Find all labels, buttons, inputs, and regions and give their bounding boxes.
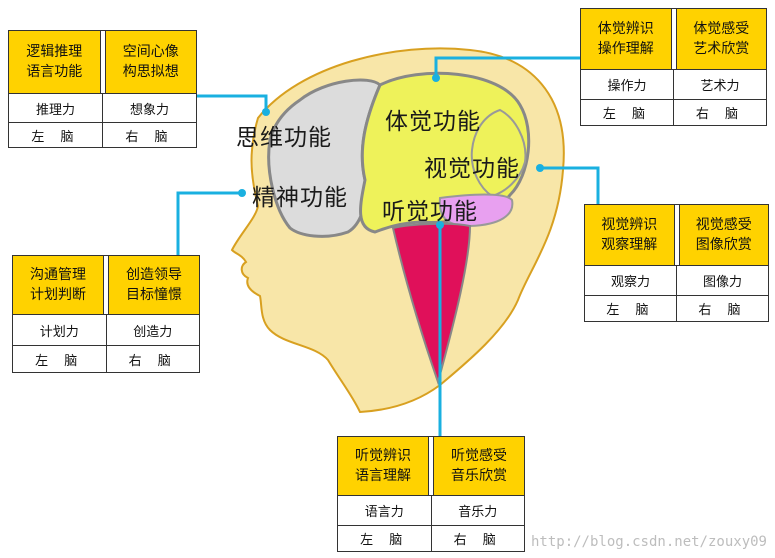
info-box-visual: 视觉辨识观察理解 视觉感受图像欣赏 观察力 图像力 左 脑 右 脑 — [584, 204, 769, 322]
region-label-visual: 视觉功能 — [424, 156, 520, 182]
info-box-spirit: 沟通管理计划判断 创造领导目标憧憬 计划力 创造力 左 脑 右 脑 — [12, 255, 200, 373]
connector-somato-dot — [432, 74, 440, 82]
spirit-right-brain: 右 脑 — [105, 346, 200, 372]
thinking-right-brain: 右 脑 — [102, 123, 196, 147]
thinking-right-ability: 想象力 — [102, 94, 196, 122]
spirit-left-header: 沟通管理计划判断 — [13, 256, 104, 314]
connector-thinking-dot — [262, 108, 270, 116]
info-box-thinking: 逻辑推理语言功能 空间心像构思拟想 推理力 想象力 左 脑 右 脑 — [8, 30, 197, 148]
visual-left-header: 视觉辨识观察理解 — [585, 205, 675, 265]
somato-left-brain: 左 脑 — [602, 107, 652, 122]
region-label-spirit: 精神功能 — [252, 185, 348, 211]
connector-lines — [176, 56, 600, 436]
connector-auditory-dot — [436, 221, 444, 229]
auditory-left-brain: 左 脑 — [360, 533, 409, 548]
somato-right-header: 体觉感受艺术欣赏 — [675, 9, 766, 69]
temporal-lobe — [438, 193, 514, 228]
thinking-left-brain: 左 脑 — [31, 129, 80, 145]
visual-right-brain: 右 脑 — [676, 296, 768, 321]
auditory-left-ability: 语言力 — [364, 505, 404, 520]
visual-left-ability: 观察力 — [610, 275, 650, 290]
info-box-auditory: 听觉辨识语言理解 听觉感受音乐欣赏 语言力 音乐力 左 脑 右 脑 — [337, 436, 525, 552]
connector-spirit — [176, 191, 240, 255]
connector-thinking — [197, 94, 268, 110]
info-box-somatosensory: 体觉辨识操作理解 体觉感受艺术欣赏 操作力 艺术力 左 脑 右 脑 — [580, 8, 767, 126]
auditory-right-header: 听觉感受音乐欣赏 — [433, 437, 524, 495]
watermark: http://blog.csdn.net/zouxy09 — [530, 534, 767, 550]
visual-left-brain: 左 脑 — [606, 303, 655, 318]
thinking-left-ability: 推理力 — [35, 102, 75, 118]
spirit-right-ability: 创造力 — [105, 315, 200, 345]
connector-visual — [540, 166, 600, 208]
region-label-thinking: 思维功能 — [236, 125, 332, 151]
thinking-left-header: 逻辑推理语言功能 — [9, 31, 101, 93]
visual-right-header: 视觉感受图像欣赏 — [678, 205, 768, 265]
region-label-somatosensory: 体觉功能 — [385, 109, 481, 135]
connector-spirit-dot — [238, 189, 246, 197]
spirit-right-header: 创造领导目标憧憬 — [108, 256, 199, 314]
auditory-right-brain: 右 脑 — [430, 526, 525, 551]
spirit-left-ability: 计划力 — [39, 324, 79, 340]
visual-right-ability: 图像力 — [676, 266, 768, 295]
spirit-left-brain: 左 脑 — [35, 353, 84, 369]
auditory-left-header: 听觉辨识语言理解 — [338, 437, 429, 495]
connector-visual-dot — [536, 164, 544, 172]
somato-left-header: 体觉辨识操作理解 — [581, 9, 672, 69]
somato-left-ability: 操作力 — [607, 79, 647, 94]
somato-right-brain: 右 脑 — [673, 100, 766, 125]
somato-right-ability: 艺术力 — [673, 70, 766, 99]
auditory-right-ability: 音乐力 — [430, 496, 525, 525]
thinking-right-header: 空间心像构思拟想 — [104, 31, 196, 93]
region-label-auditory: 听觉功能 — [382, 199, 478, 225]
connector-somato — [434, 56, 580, 75]
